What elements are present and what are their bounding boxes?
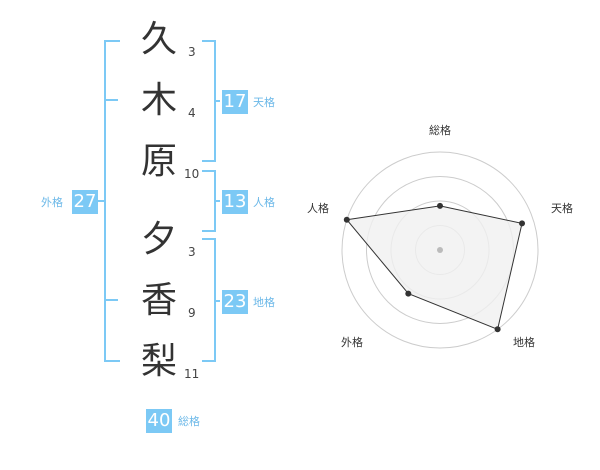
- stroke-count-3: 10: [184, 167, 200, 181]
- radar-series-area: [345, 205, 523, 330]
- chikaku-label: 地格: [253, 296, 275, 309]
- gaikaku-bracket: [104, 40, 120, 362]
- tenkaku-connector: [214, 100, 220, 102]
- radar-axis-label-soukaku: 総格: [429, 123, 451, 137]
- gaikaku-bracket-tick-top: [104, 99, 118, 101]
- stroke-count-4: 3: [188, 245, 196, 259]
- name-char-1: 久: [140, 19, 177, 60]
- tenkaku-label: 天格: [253, 96, 275, 109]
- name-char-5: 香: [140, 280, 177, 321]
- chikaku-connector: [214, 300, 220, 302]
- radar-center-dot: [437, 247, 443, 253]
- name-char-3: 原: [140, 141, 177, 182]
- name-char-6: 梨: [140, 341, 177, 382]
- radar-axis-label-tenkaku: 天格: [551, 201, 573, 215]
- jinkaku-connector: [214, 200, 220, 202]
- radar-point-3: [405, 290, 412, 297]
- stroke-count-5: 9: [188, 306, 196, 320]
- stroke-count-2: 4: [188, 106, 196, 120]
- radar-ring-4: [341, 151, 539, 349]
- radar-points: [343, 202, 526, 333]
- soukaku-value: 40: [146, 409, 172, 433]
- radar-axis-label-jinkaku: 人格: [307, 201, 329, 215]
- tenkaku-value: 17: [222, 90, 248, 114]
- stroke-count-1: 3: [188, 45, 196, 59]
- name-char-4: 夕: [140, 219, 177, 260]
- radar-point-1: [519, 220, 526, 227]
- jinkaku-label: 人格: [253, 196, 275, 209]
- jinkaku-value: 13: [222, 190, 248, 214]
- radar-point-2: [494, 326, 501, 333]
- gaikaku-value: 27: [72, 190, 98, 214]
- gaikaku-connector: [98, 200, 104, 202]
- radar-axis-label-chikaku: 地格: [513, 335, 535, 349]
- chikaku-value: 23: [222, 290, 248, 314]
- radar-point-0: [437, 202, 443, 209]
- radar-point-4: [343, 216, 350, 223]
- gaikaku-bracket-tick-bottom: [104, 299, 118, 301]
- stroke-count-6: 11: [184, 367, 200, 381]
- soukaku-label: 総格: [178, 415, 200, 428]
- name-char-2: 木: [140, 80, 177, 121]
- radar-axis-label-gaikaku: 外格: [341, 335, 363, 349]
- gaikaku-label: 外格: [41, 196, 63, 209]
